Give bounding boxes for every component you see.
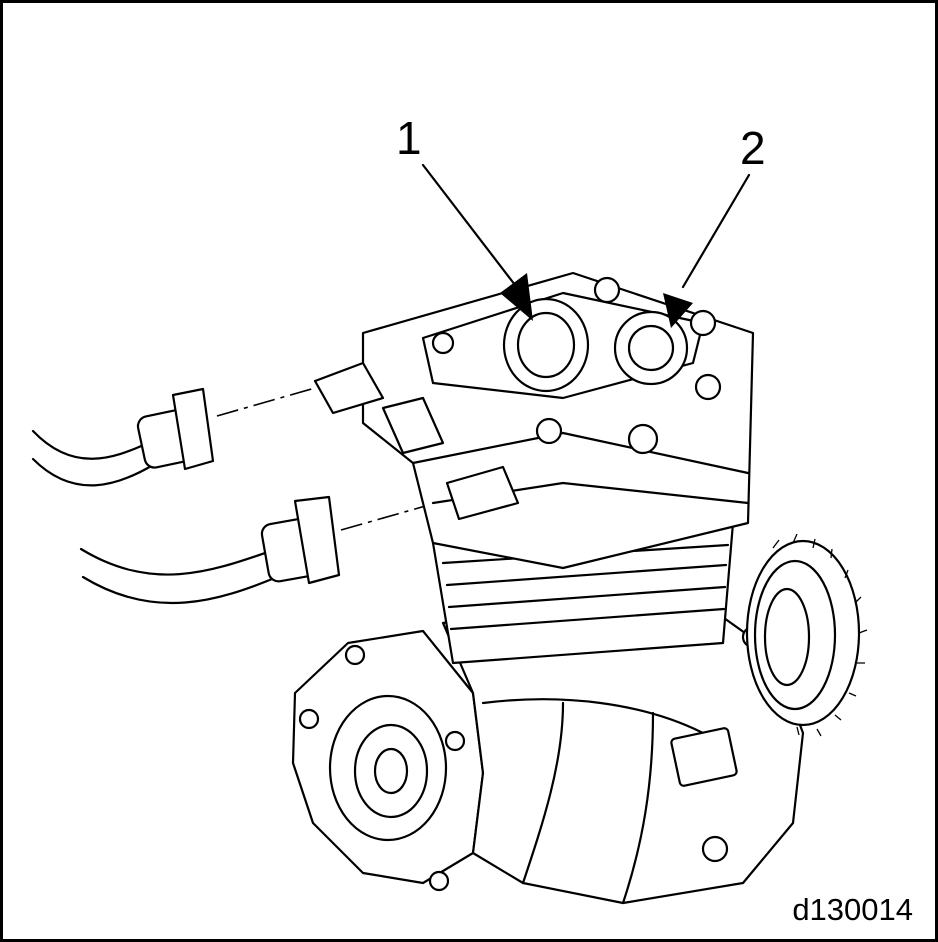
callout-label-1: 1 xyxy=(396,112,422,164)
upper-alignment-line xyxy=(216,387,316,417)
figure-id: d130014 xyxy=(792,892,913,927)
cylinder-head xyxy=(313,271,755,570)
port-2 xyxy=(613,310,689,386)
compressor-drawing xyxy=(31,163,868,905)
bendix-logo xyxy=(670,727,738,787)
lower-hose xyxy=(79,495,341,605)
upper-fitting xyxy=(313,361,385,415)
upper-hose xyxy=(31,387,215,487)
callout-label-2: 2 xyxy=(740,122,766,174)
lower-fitting xyxy=(445,465,520,521)
callout-2-arrow xyxy=(663,173,751,328)
port-1 xyxy=(502,297,590,393)
callout-1-arrow xyxy=(421,163,533,321)
drive-gear xyxy=(745,533,868,737)
crankcase xyxy=(291,601,805,905)
